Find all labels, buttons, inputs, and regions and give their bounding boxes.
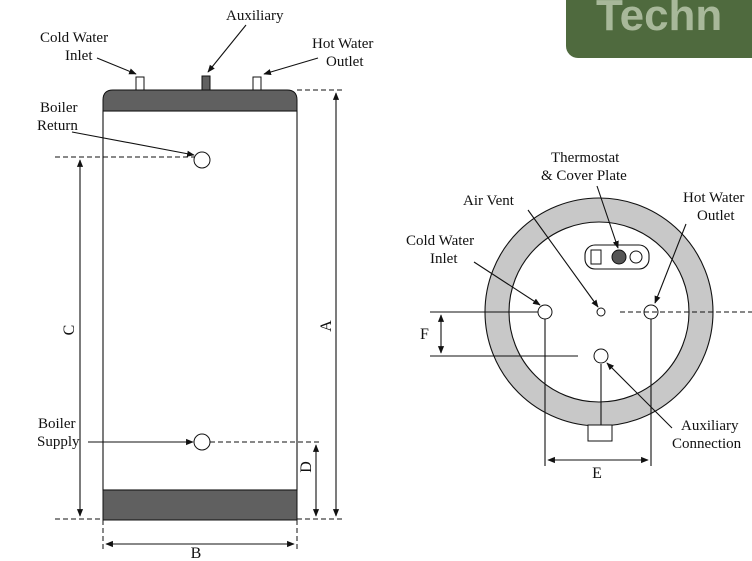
boiler-supply-port [193,433,211,451]
dim-f-label: F [420,326,429,343]
tank-top-cap [102,89,298,112]
thermostat-label-1: Thermostat [551,150,620,166]
tank-base [102,489,298,521]
brand-banner: Techn [566,0,752,58]
cold-water-inlet-label-2: Inlet [65,48,93,64]
dim-b-label: B [191,545,202,561]
boiler-supply-label-1: Boiler [38,416,76,432]
thermostat-slot [590,249,602,265]
auxiliary-connection-port [593,348,609,364]
top-cold-water-inlet-label-2: Inlet [430,251,458,267]
dim-c-label: C [61,325,78,336]
top-hot-water-outlet-label-2: Outlet [697,208,735,224]
air-vent-leader [527,209,599,308]
thermostat-leader [596,185,619,249]
cold-water-inlet-port [537,304,553,320]
thermostat-indicator [629,250,643,264]
top-cold-water-inlet-leader [473,261,541,306]
dim-d-label: D [298,461,315,473]
boiler-supply-label-2: Supply [37,434,80,450]
cold-water-inlet-pipe [135,76,145,91]
auxiliary-label: Auxiliary [226,8,284,24]
auxiliary-connection-leader [606,362,673,429]
hot-water-outlet-label-2: Outlet [326,54,364,70]
banner-text: Techn [596,0,722,40]
top-view: Thermostat & Cover Plate Air Vent Hot Wa… [406,150,752,482]
bottom-bracket [587,424,613,442]
hot-water-outlet-leader [263,57,319,75]
dim-e-label: E [592,465,602,482]
thermostat-dial [611,249,627,265]
boiler-return-label-2: Return [37,118,78,134]
auxiliary-pipe [201,75,211,91]
top-cold-water-inlet-label-1: Cold Water [406,233,474,249]
hot-water-outlet-label-1: Hot Water [312,36,373,52]
hot-water-outlet-pipe [252,76,262,91]
dim-a-label: A [318,320,335,332]
auxiliary-leader [207,24,247,73]
boiler-return-port [193,151,211,169]
air-vent-label: Air Vent [463,193,515,209]
boiler-return-leader [71,131,195,157]
thermostat-label-2: & Cover Plate [541,168,627,184]
cold-water-inlet-leader [96,57,137,75]
side-view: Cold Water Inlet Auxiliary Hot Water Out… [37,8,373,561]
air-vent-port [596,307,606,317]
cold-water-inlet-label-1: Cold Water [40,30,108,46]
banner-background [566,0,752,58]
top-hot-water-outlet-leader [654,223,687,304]
top-hot-water-outlet-label-1: Hot Water [683,190,744,206]
boiler-return-label-1: Boiler [40,100,78,116]
auxiliary-connection-label-1: Auxiliary [681,418,739,434]
auxiliary-connection-label-2: Connection [672,436,742,452]
